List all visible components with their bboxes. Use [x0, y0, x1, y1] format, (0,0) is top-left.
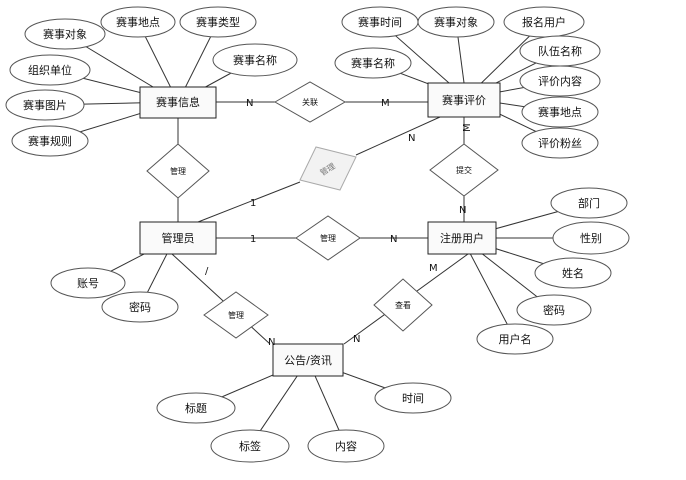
svg-text:赛事地点: 赛事地点: [538, 105, 582, 119]
attr-event-info-image: 赛事图片: [5, 89, 85, 121]
rel-view: 查看: [373, 278, 433, 332]
svg-text:标签: 标签: [239, 439, 261, 453]
attr-review-content: 评价内容: [519, 65, 601, 97]
rel-manage-event: 管理: [146, 143, 210, 199]
attr-admin-password: 密码: [101, 291, 179, 323]
svg-text:管理: 管理: [320, 233, 336, 243]
svg-text:时间: 时间: [402, 392, 424, 405]
card-submit-review: M: [462, 123, 473, 132]
svg-text:管理: 管理: [228, 310, 244, 320]
attr-review-fans: 评价粉丝: [521, 127, 599, 159]
attr-review-event-name: 赛事名称: [334, 47, 412, 79]
svg-text:部门: 部门: [578, 196, 600, 210]
svg-text:赛事评价: 赛事评价: [442, 93, 486, 107]
rel-manage-user: 管理: [295, 215, 361, 261]
svg-text:账号: 账号: [77, 277, 99, 290]
attr-event-info-type: 赛事类型: [179, 6, 257, 38]
svg-text:赛事对象: 赛事对象: [43, 27, 87, 41]
card-view-notice: N: [353, 334, 360, 345]
attr-admin-account: 账号: [50, 267, 126, 299]
svg-text:赛事信息: 赛事信息: [156, 95, 200, 109]
attr-user-gender: 性别: [552, 221, 630, 255]
rel-manage-notice: 管理: [203, 291, 269, 339]
svg-text:关联: 关联: [302, 97, 318, 107]
entity-notice: 公告/资讯: [272, 343, 344, 377]
attr-user-password: 密码: [516, 294, 592, 326]
svg-text:队伍名称: 队伍名称: [538, 44, 582, 58]
card-link-info: N: [246, 98, 253, 109]
cardinality-labels: N M 1 N 1 N M N / N M N: [205, 98, 473, 348]
svg-text:赛事名称: 赛事名称: [233, 53, 277, 67]
svg-text:赛事地点: 赛事地点: [116, 15, 160, 29]
attr-notice-tag: 标签: [210, 429, 290, 463]
attr-notice-content: 内容: [307, 429, 385, 463]
svg-text:用户名: 用户名: [499, 332, 532, 346]
card-manage-user-admin: 1: [250, 234, 256, 245]
rel-manage-review: 管理: [299, 146, 357, 191]
entity-event-review: 赛事评价: [427, 82, 501, 118]
card-manage-user-user: N: [390, 234, 397, 245]
svg-text:报名用户: 报名用户: [522, 15, 566, 29]
svg-text:性别: 性别: [580, 231, 602, 245]
attr-user-name: 姓名: [534, 257, 612, 289]
attr-review-team-name: 队伍名称: [519, 35, 601, 67]
svg-text:标题: 标题: [185, 401, 207, 415]
svg-text:提交: 提交: [456, 165, 472, 175]
attr-user-username: 用户名: [476, 323, 554, 355]
entity-registered-user: 注册用户: [427, 221, 497, 255]
svg-text:密码: 密码: [129, 300, 151, 314]
card-manage-notice-notice: N: [268, 337, 275, 348]
svg-text:密码: 密码: [543, 303, 565, 317]
svg-text:姓名: 姓名: [562, 266, 584, 280]
entity-event-info: 赛事信息: [139, 86, 217, 119]
svg-text:管理员: 管理员: [162, 231, 195, 245]
svg-text:赛事类型: 赛事类型: [196, 15, 240, 29]
svg-text:赛事对象: 赛事对象: [434, 15, 478, 29]
attr-user-department: 部门: [550, 187, 628, 219]
svg-text:赛事图片: 赛事图片: [23, 98, 67, 112]
attr-review-location: 赛事地点: [521, 96, 599, 128]
entity-admin: 管理员: [139, 221, 217, 255]
attr-event-info-rules: 赛事规则: [11, 125, 89, 157]
attr-notice-time: 时间: [374, 382, 452, 414]
card-submit-user: N: [459, 205, 466, 216]
svg-text:赛事时间: 赛事时间: [358, 15, 402, 29]
attr-event-info-object: 赛事对象: [24, 18, 106, 50]
attr-review-registered-user: 报名用户: [503, 6, 585, 38]
attr-event-info-location: 赛事地点: [100, 6, 176, 38]
card-manage-review-admin: 1: [250, 198, 256, 209]
svg-text:查看: 查看: [395, 300, 411, 310]
attr-notice-title: 标题: [156, 392, 236, 424]
svg-text:评价内容: 评价内容: [538, 74, 582, 88]
svg-text:赛事规则: 赛事规则: [28, 134, 72, 148]
attr-review-time: 赛事时间: [341, 6, 419, 38]
card-link-review: M: [381, 98, 390, 109]
attr-event-info-organizer: 组织单位: [9, 54, 91, 86]
svg-text:管理: 管理: [170, 166, 186, 176]
rel-submit: 提交: [429, 143, 499, 197]
svg-text:评价粉丝: 评价粉丝: [538, 137, 582, 150]
attr-review-object: 赛事对象: [417, 6, 495, 38]
svg-text:组织单位: 组织单位: [28, 63, 72, 77]
card-view-user: M: [429, 263, 438, 274]
svg-text:内容: 内容: [335, 439, 357, 453]
svg-text:注册用户: 注册用户: [440, 231, 484, 245]
svg-text:赛事名称: 赛事名称: [351, 56, 395, 70]
card-manage-review-review: N: [408, 133, 415, 144]
attr-event-info-name: 赛事名称: [212, 43, 298, 77]
card-manage-notice-admin: /: [205, 266, 209, 277]
svg-text:公告/资讯: 公告/资讯: [284, 354, 332, 367]
rel-link: 关联: [273, 81, 347, 123]
